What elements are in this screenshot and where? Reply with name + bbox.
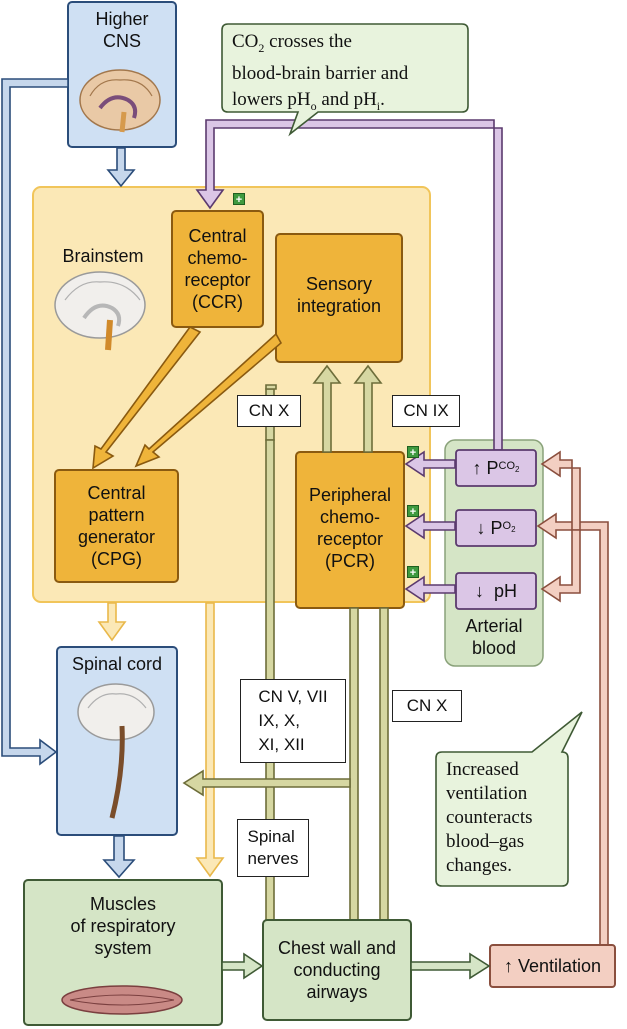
orange-arrows: [92, 325, 283, 470]
yellow-arrows: [97, 602, 225, 878]
plus-icon: +: [407, 505, 419, 518]
chest-wall-label: Chest wall and conducting airways: [277, 938, 397, 1002]
arterial-blood-label: Arterial blood: [465, 616, 523, 658]
brainstem-brain-icon: [54, 271, 146, 351]
sensory-box: [275, 233, 403, 363]
muscles-label: Muscles of respiratory system: [70, 894, 176, 958]
muscle-icon: [61, 985, 183, 1015]
callout-bottom-bubble: [435, 711, 583, 887]
callout-top-bubble: [221, 23, 469, 137]
ph-label: ↓ pH: [474, 581, 518, 601]
plus-icon: +: [407, 566, 419, 579]
po2-box: [455, 509, 537, 547]
cn-x-upper-tag: CN X: [237, 395, 301, 427]
muscles-box: [23, 879, 223, 1026]
cpg-box: [54, 469, 179, 583]
pcr-label: Peripheral chemo- receptor (PCR): [308, 485, 392, 571]
green-arrows: [221, 952, 491, 980]
ph-box: [455, 572, 537, 610]
brainstem-label: Brainstem: [62, 246, 144, 266]
ccr-label: Central chemo- receptor (CCR): [184, 226, 251, 312]
cn-ix-tag: CN IX: [392, 395, 460, 427]
blue-arrows: [1, 78, 136, 879]
spinal-cord-label: Spinal cord: [71, 654, 163, 674]
ventilation-label: ↑ Ventilation: [503, 956, 602, 976]
sensory-label: Sensory integration: [296, 274, 382, 316]
spinal-nerves-tag: Spinal nerves: [237, 819, 309, 877]
plus-icon: +: [233, 193, 245, 206]
plus-icon: +: [407, 446, 419, 459]
brain-icon: [79, 69, 161, 133]
callout-top-text: CO2 crosses the blood-brain barrier and …: [232, 31, 409, 113]
callout-bottom-text: Increased ventilation counteracts blood–…: [446, 759, 533, 876]
cn-list-tag: CN V, VII IX, X, XI, XII: [240, 679, 346, 763]
higher-cns-label: Higher CNS: [95, 9, 149, 51]
cpg-label: Central pattern generator (CPG): [77, 483, 156, 569]
ccr-box: [171, 210, 264, 328]
cn-x-lower-tag: CN X: [392, 690, 462, 722]
pco2-box: [455, 449, 537, 487]
spinal-brain-icon: [77, 683, 155, 819]
purple-arrows: [195, 119, 503, 603]
